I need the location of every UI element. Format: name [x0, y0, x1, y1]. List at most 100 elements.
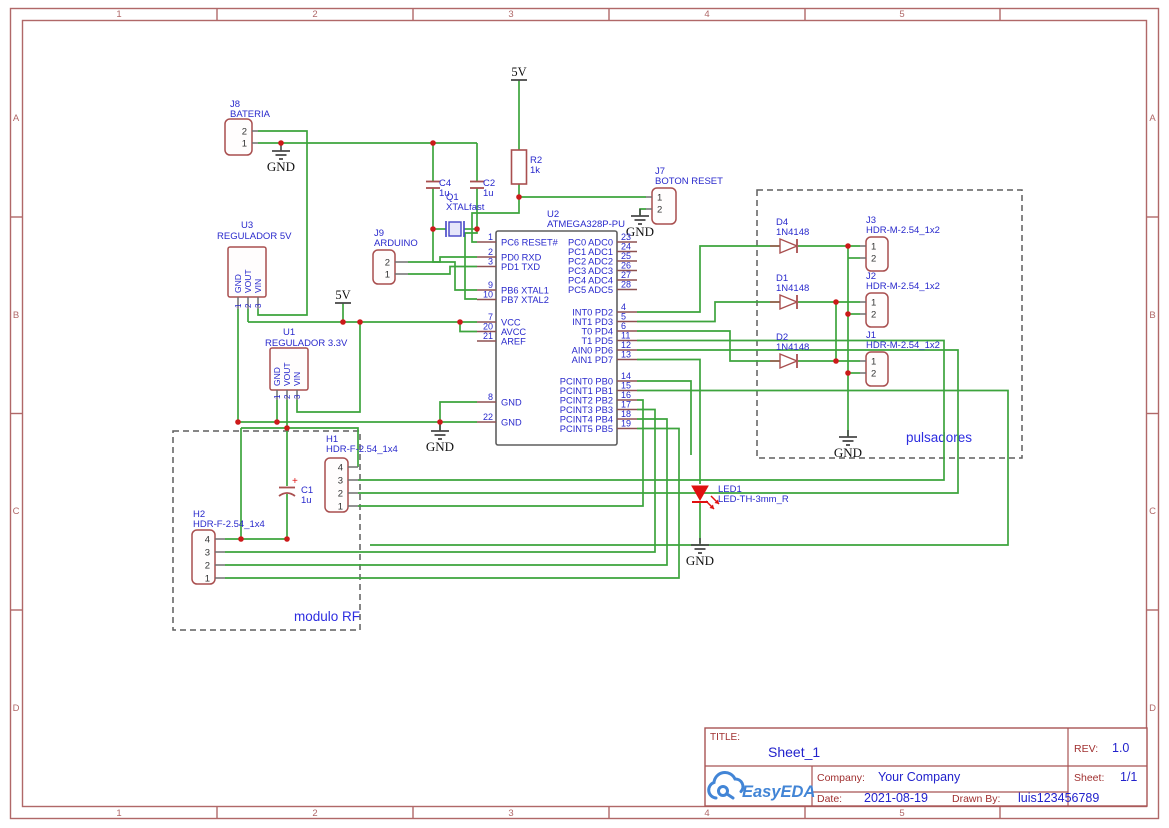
- crystal-body[interactable]: [448, 221, 462, 237]
- rev-value[interactable]: 1.0: [1112, 741, 1129, 755]
- led-value: LED-TH-3mm_R: [718, 494, 789, 505]
- mcu-pin-number: 6: [621, 321, 626, 331]
- wire[interactable]: [432, 229, 477, 291]
- resistor-value: 1k: [530, 165, 540, 176]
- connector-value: HDR-M-2.54_1x2: [866, 225, 940, 236]
- wire[interactable]: [439, 401, 477, 422]
- company-value[interactable]: Your Company: [878, 770, 961, 784]
- wire[interactable]: [637, 301, 780, 323]
- mcu-pin-name: AVCC: [501, 327, 526, 337]
- connector-body[interactable]: [651, 187, 677, 225]
- date-value[interactable]: 2021-08-19: [864, 791, 928, 805]
- connector-value: BOTON RESET: [655, 176, 723, 187]
- wire[interactable]: [464, 229, 478, 300]
- regulator-ref: U3: [241, 220, 253, 231]
- led-ref: LED1: [718, 484, 742, 495]
- wire[interactable]: [225, 408, 656, 553]
- pulsadores-box[interactable]: [756, 189, 1023, 459]
- wire[interactable]: [358, 349, 959, 494]
- mcu-pin-name: T1 PD5: [581, 336, 613, 346]
- diode-ref: D2: [776, 332, 788, 343]
- regulator-pin-number: 2: [283, 394, 292, 399]
- connector-body[interactable]: [324, 457, 349, 513]
- mcu-pin-name: PC3 ADC3: [568, 266, 613, 276]
- gnd-symbol[interactable]: GND: [267, 144, 295, 174]
- regulator-body[interactable]: [227, 246, 267, 298]
- frame-column-label-bottom: 2: [312, 808, 317, 819]
- polarized-plate-icon: [278, 492, 296, 497]
- diode-triangle-icon: [779, 293, 799, 311]
- wire[interactable]: [358, 399, 644, 507]
- gnd-symbol[interactable]: GND: [834, 430, 862, 460]
- pulsadores-label[interactable]: pulsadores: [906, 430, 972, 445]
- connector-ref: H2: [193, 509, 205, 520]
- junction-dot: [474, 226, 480, 232]
- connector-body[interactable]: [372, 249, 396, 285]
- regulator-body[interactable]: [269, 347, 309, 391]
- wire[interactable]: [408, 265, 477, 275]
- connector-body[interactable]: [191, 529, 216, 585]
- gnd-symbol[interactable]: GND: [426, 424, 454, 454]
- wire[interactable]: [471, 197, 520, 243]
- drawn-by-value[interactable]: luis123456789: [1018, 791, 1099, 805]
- connector-body[interactable]: [865, 236, 889, 272]
- connector-body[interactable]: [224, 118, 253, 156]
- connector-ref: J9: [374, 228, 384, 239]
- gnd-symbol[interactable]: GND: [626, 209, 654, 239]
- power-5v-symbol[interactable]: 5V: [511, 65, 527, 81]
- wire[interactable]: [241, 427, 359, 467]
- wire[interactable]: [257, 130, 308, 316]
- wire[interactable]: [637, 245, 780, 313]
- sheet-value[interactable]: 1/1: [1120, 770, 1137, 784]
- mcu-pin-number: 12: [621, 340, 631, 350]
- wire[interactable]: [408, 256, 477, 263]
- wire[interactable]: [637, 330, 780, 362]
- wire[interactable]: [225, 427, 680, 579]
- wire[interactable]: [459, 322, 477, 333]
- connector-body[interactable]: [865, 351, 889, 387]
- gnd-symbol[interactable]: GND: [686, 538, 714, 568]
- wire[interactable]: [370, 389, 1009, 546]
- modulo-rf-label[interactable]: modulo RF: [294, 609, 360, 624]
- gnd-label: GND: [686, 553, 714, 568]
- wire[interactable]: [637, 358, 701, 485]
- wire[interactable]: [639, 208, 646, 216]
- sheet-title[interactable]: Sheet_1: [768, 744, 820, 760]
- wire[interactable]: [637, 380, 692, 455]
- mcu-pin-name: PCINT1 PB1: [560, 386, 613, 396]
- mcu-pin-name: PC0 ADC0: [568, 238, 613, 248]
- resistor-body[interactable]: [510, 149, 528, 185]
- connector-pin-number: 2: [338, 489, 343, 500]
- connector-body[interactable]: [865, 292, 889, 328]
- capacitor-plus-sign: +: [292, 476, 298, 487]
- wire[interactable]: [296, 322, 361, 413]
- mcu-body[interactable]: [495, 230, 618, 446]
- wire[interactable]: [358, 339, 945, 481]
- modulo-rf-box[interactable]: [172, 430, 361, 631]
- frame-row-label-left: C: [13, 506, 20, 517]
- junction-dots-layer: [235, 140, 851, 542]
- power-5v-symbol[interactable]: 5V: [335, 288, 351, 304]
- wire[interactable]: [225, 418, 668, 566]
